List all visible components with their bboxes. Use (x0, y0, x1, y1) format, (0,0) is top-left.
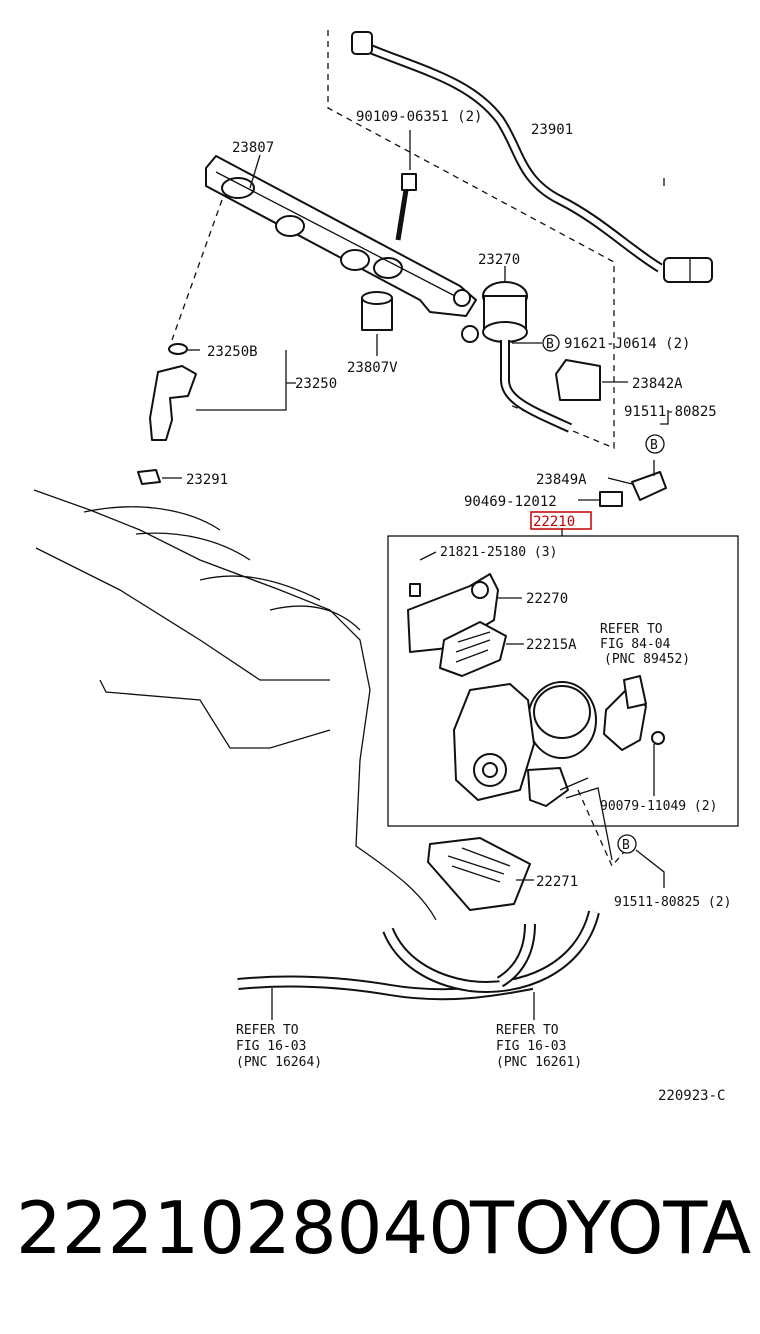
label-23270: 23270 (478, 252, 520, 268)
bolt-b-dashed-line (577, 789, 625, 868)
engine-outline (33, 489, 437, 921)
label-22270: 22270 (526, 591, 568, 607)
spacer-23291 (137, 469, 182, 485)
label-90469: 90469-12012 (464, 494, 557, 510)
throttle-assembly-frame (387, 535, 739, 827)
label-refl-line2: FIG 16-03 (236, 1039, 306, 1054)
throttle-body (453, 681, 613, 861)
label-91511a: 91511-80825 (624, 404, 717, 420)
label-23849a: 23849A (536, 472, 587, 488)
label-23250b: 23250B (207, 344, 258, 360)
bolt-90109 (395, 130, 417, 241)
grommet-23807v (361, 291, 393, 356)
injector (149, 343, 296, 441)
label-refr-line2: FIG 16-03 (496, 1039, 566, 1054)
b-marker-2: B (645, 434, 665, 454)
label-21821: 21821-25180 (3) (440, 545, 557, 560)
b-marker-1: B (542, 334, 560, 352)
label-figure-code: 220923-C (658, 1088, 725, 1104)
label-refl-line3: (PNC 16264) (236, 1055, 322, 1070)
b-marker-3: B (617, 834, 637, 854)
label-23807: 23807 (232, 140, 274, 156)
label-22271: 22271 (536, 874, 578, 890)
label-23842a: 23842A (632, 376, 683, 392)
highlight-box-22210 (530, 511, 592, 530)
gasket-22215a (439, 621, 524, 677)
svg-text:B: B (622, 838, 630, 853)
label-refr-line3: (PNC 16261) (496, 1055, 582, 1070)
leader-23807 (249, 154, 261, 189)
svg-text:B: B (650, 438, 658, 453)
label-90079: 90079-11049 (2) (600, 799, 717, 814)
screw-21821 (409, 551, 437, 597)
label-23250: 23250 (295, 376, 337, 392)
bracket-23849a (578, 410, 669, 507)
svg-text:B: B (546, 337, 554, 352)
label-91621: 91621-J0614 (2) (564, 336, 690, 352)
label-22215a: 22215A (526, 637, 577, 653)
label-90109: 90109-06351 (2) (356, 109, 482, 125)
throttle-sensor (603, 675, 665, 796)
label-ref84-line3: (PNC 89452) (604, 652, 690, 667)
label-23807v: 23807V (347, 360, 398, 376)
label-ref84-line2: FIG 84-04 (600, 637, 671, 652)
parts-diagram: B B B 90109-06351 (2) 23901 23807 23270 … (33, 30, 739, 1104)
lower-hoses (237, 910, 600, 1020)
label-ref84-line1: REFER TO (600, 622, 663, 637)
label-refr-line1: REFER TO (496, 1023, 559, 1038)
label-refl-line1: REFER TO (236, 1023, 299, 1038)
part-number: 2221028040 (16, 1186, 475, 1270)
rail-to-injector-line (171, 199, 223, 341)
leader-91511b (635, 849, 665, 888)
bracket-23842a (555, 359, 628, 401)
label-23901: 23901 (531, 122, 573, 138)
brand-name: TOYOTA (470, 1186, 752, 1270)
label-91511b: 91511-80825 (2) (614, 895, 731, 910)
idle-air-valve (407, 573, 522, 653)
gasket-22271 (427, 837, 534, 911)
label-23291: 23291 (186, 472, 228, 488)
fuel-rail (205, 155, 477, 317)
pressure-regulator (461, 266, 573, 433)
fuel-hose-group (327, 30, 713, 449)
label-22210: 22210 (533, 514, 575, 530)
